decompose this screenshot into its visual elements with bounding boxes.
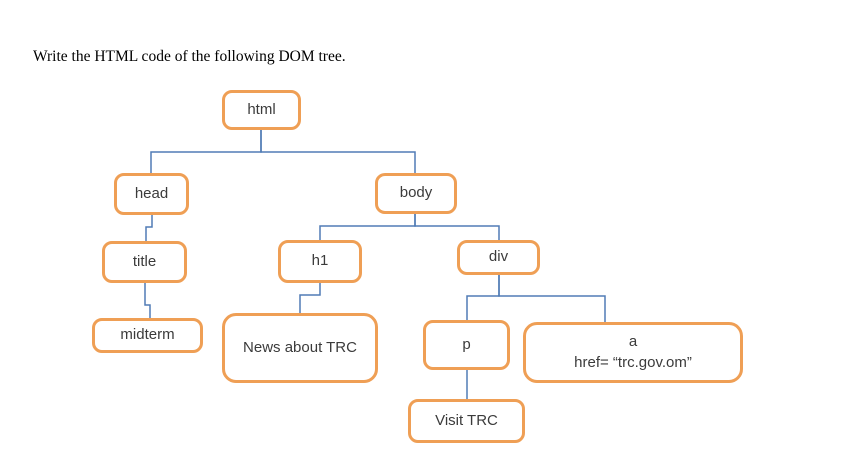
node-h1-label: h1 — [311, 252, 329, 270]
node-div-label: div — [488, 248, 509, 266]
edge-div-p — [466, 275, 500, 320]
node-p: p — [423, 320, 510, 370]
node-div: div — [457, 240, 540, 275]
node-a-href-attr: href= “trc.gov.om” — [574, 353, 692, 371]
node-a-text: a href= “trc.gov.om” — [574, 332, 692, 373]
edge-div-a — [498, 275, 606, 322]
node-midterm: midterm — [92, 318, 203, 353]
exercise-prompt: Write the HTML code of the following DOM… — [33, 48, 346, 65]
node-head-label: head — [134, 184, 169, 202]
node-body: body — [375, 173, 457, 214]
node-visit-text: Visit TRC — [408, 399, 525, 443]
node-h1: h1 — [278, 240, 362, 283]
edge-body-div — [414, 214, 500, 240]
edge-h1-news — [299, 283, 321, 313]
node-html-label: html — [247, 100, 276, 118]
edge-html-body — [260, 130, 416, 173]
node-head: head — [114, 173, 189, 215]
edge-title-midterm — [144, 283, 151, 318]
node-a-label: a — [628, 333, 638, 351]
node-a: a href= “trc.gov.om” — [523, 322, 743, 383]
edge-html-head — [150, 130, 262, 173]
edge-head-title — [145, 215, 153, 241]
node-p-label: p — [462, 335, 471, 353]
edge-body-h1 — [319, 214, 416, 240]
node-html: html — [222, 90, 301, 130]
node-title-label: title — [132, 252, 157, 270]
node-news-label: News about TRC — [243, 338, 357, 356]
node-body-label: body — [399, 184, 433, 202]
node-visit-label: Visit TRC — [435, 411, 498, 429]
node-midterm-label: midterm — [120, 326, 175, 344]
node-news-text: News about TRC — [222, 313, 378, 383]
node-title: title — [102, 241, 187, 283]
